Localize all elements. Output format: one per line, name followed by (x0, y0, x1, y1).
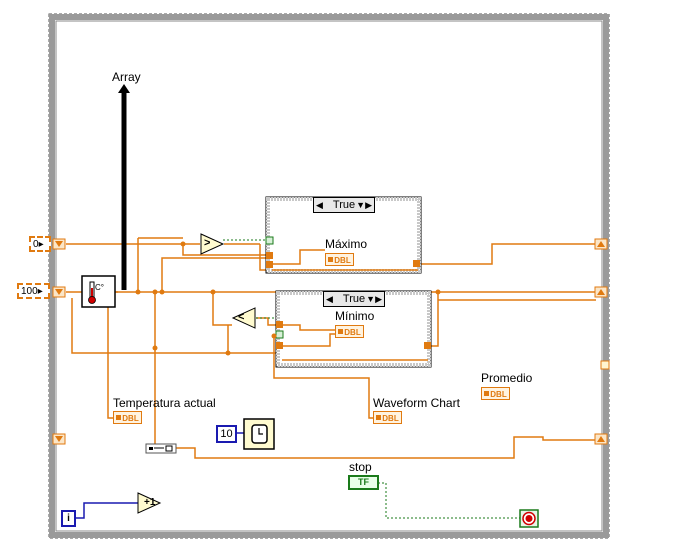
increment-function[interactable] (137, 492, 162, 514)
dropdown-arrow-icon[interactable]: ▼▶ (366, 294, 382, 304)
case-selector-minimo[interactable]: ◀ True ▼▶ (323, 291, 385, 307)
temperatura-actual-label: Temperatura actual (113, 396, 216, 410)
maximo-label: Máximo (325, 237, 368, 251)
increment-symbol: +1 (144, 497, 156, 508)
case-selector-maximo[interactable]: ◀ True ▼▶ (313, 197, 375, 213)
greater-than-function[interactable] (200, 233, 225, 255)
thermometer-icon[interactable] (81, 275, 116, 308)
wait-ms-constant[interactable]: 10 (216, 425, 237, 443)
minimo-label: Mínimo (335, 309, 375, 323)
stop-button-control[interactable]: TF (348, 475, 379, 490)
maximo-indicator[interactable]: DBL (325, 253, 354, 266)
decrement-arrow-icon[interactable]: ◀ (326, 294, 333, 304)
case-tunnels[interactable] (266, 252, 431, 349)
thermometer-unit-label: C° (95, 283, 104, 292)
dropdown-arrow-icon[interactable]: ▼▶ (356, 200, 372, 210)
stop-label: stop (349, 460, 372, 474)
wait-ms-icon[interactable] (243, 418, 275, 450)
less-symbol: < (238, 311, 245, 323)
temperatura-actual-indicator[interactable]: DBL (113, 411, 142, 424)
bool-wire-stop[interactable] (378, 482, 520, 519)
waveform-chart-label: Waveform Chart (373, 396, 460, 410)
decrement-arrow-icon[interactable]: ◀ (316, 200, 323, 210)
wire-junctions (135, 241, 441, 356)
array-label: Array (112, 70, 141, 84)
case-inner-wires (272, 249, 428, 361)
shift-registers[interactable] (52, 238, 610, 445)
iteration-terminal[interactable]: i (61, 510, 76, 527)
case-selector-terminal-max[interactable] (265, 236, 274, 245)
shift-register-init-top[interactable]: 0▸ (29, 236, 51, 252)
loop-condition-stop-icon[interactable] (519, 509, 539, 528)
array-wire[interactable] (118, 84, 130, 290)
promedio-label: Promedio (481, 371, 533, 385)
promedio-indicator[interactable]: DBL (481, 387, 510, 400)
waveform-chart-indicator[interactable]: DBL (373, 411, 402, 424)
build-waveform-node[interactable] (145, 443, 177, 454)
minimo-indicator[interactable]: DBL (335, 325, 364, 338)
while-loop-frame[interactable] (48, 13, 610, 539)
less-than-function[interactable] (231, 307, 256, 329)
shift-register-init-bottom[interactable]: 100▸ (17, 283, 50, 299)
greater-symbol: > (204, 237, 211, 249)
int-wire-iteration[interactable] (75, 502, 138, 519)
case-selector-terminal-min[interactable] (275, 330, 284, 339)
